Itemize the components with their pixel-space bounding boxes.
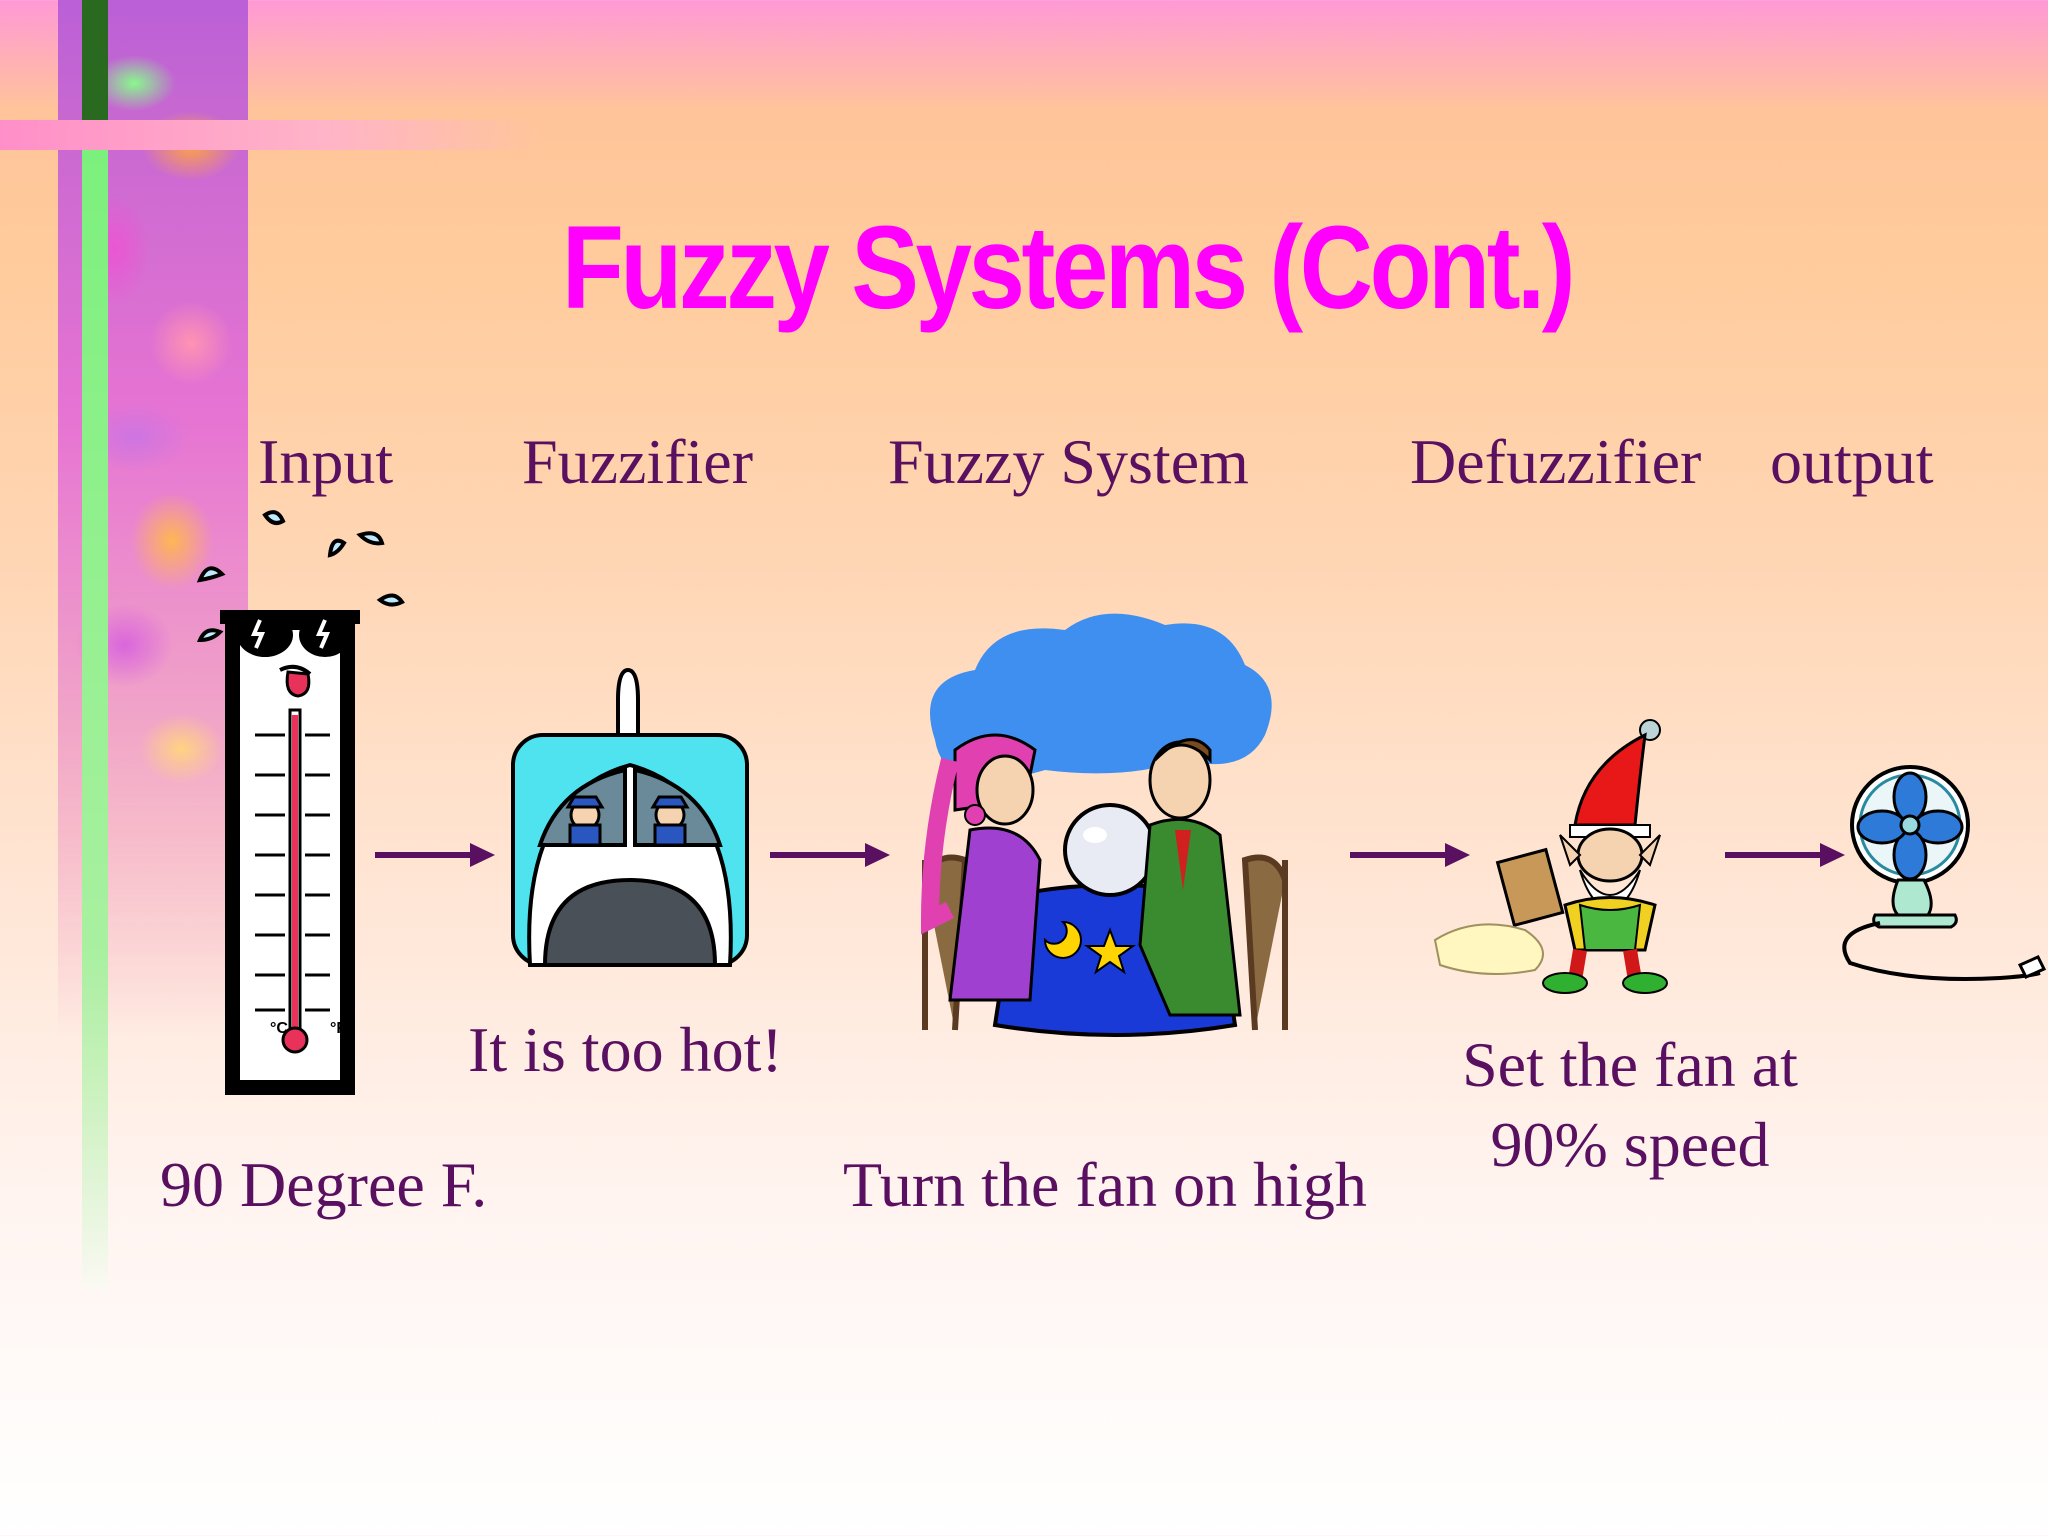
defuzzifier-caption-line-1: Set the fan at [1462, 1029, 1798, 1100]
arrow-icon [375, 843, 495, 867]
top-band [0, 120, 540, 150]
stage-label-fuzzy-system: Fuzzy System [888, 426, 1249, 497]
fuzzifier-caption: It is too hot! [468, 1014, 783, 1085]
thermometer-icon [196, 510, 405, 1095]
fuzzy-system-caption: Turn the fan on high [843, 1149, 1367, 1220]
thermometer-celsius-label: °C [270, 1020, 288, 1037]
stage-label-defuzzifier: Defuzzifier [1410, 426, 1702, 497]
stage-label-input: Input [258, 426, 394, 497]
slide-title: Fuzzy Systems (Cont.) [561, 202, 1576, 334]
input-value-caption: 90 Degree F. [160, 1149, 488, 1220]
side-bar-green [82, 150, 108, 1290]
fan-icon [1842, 765, 2047, 981]
gnome-icon [1433, 719, 1668, 994]
fortune-teller-icon [920, 613, 1288, 1037]
airplane-cockpit-icon [511, 667, 749, 967]
arrow-icon [1725, 843, 1845, 867]
arrow-icon [1350, 843, 1470, 867]
defuzzifier-caption-line-2: 90% speed [1490, 1109, 1770, 1180]
defuzzifier-caption: Set the fan at 90% speed [1440, 1025, 1820, 1185]
stage-label-fuzzifier: Fuzzifier [522, 426, 753, 497]
arrow-icon [770, 843, 890, 867]
stage-label-output: output [1770, 426, 1934, 497]
thermometer-fahrenheit-label: °F [330, 1020, 347, 1037]
